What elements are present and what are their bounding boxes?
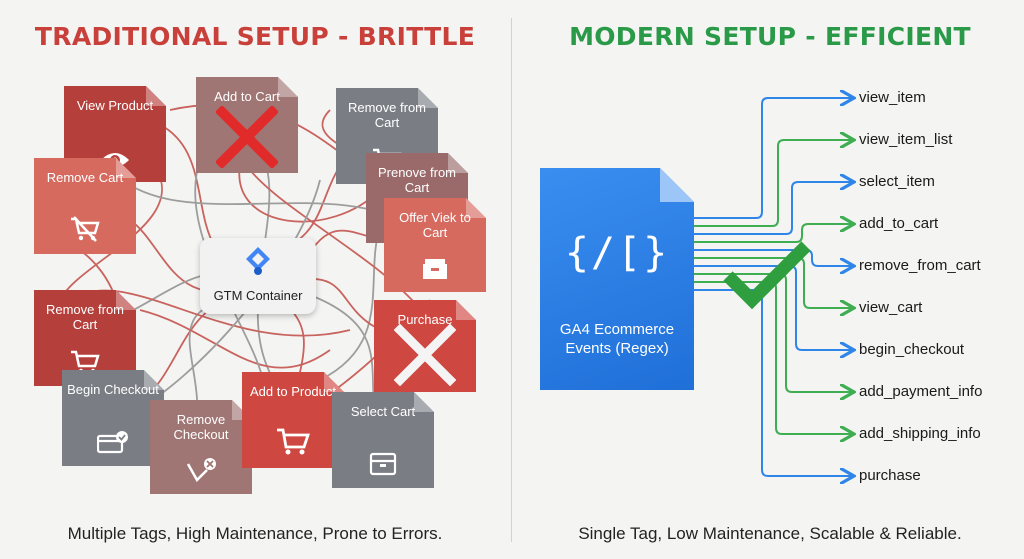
event-remove-from-cart: remove_from_cart [859,257,981,274]
modern-setup-title: MODERN SETUP - EFFICIENT [569,22,971,51]
tag-label: Add to Cart [214,89,280,104]
event-select-item: select_item [859,173,935,190]
tag-label: Remove from Cart [45,302,125,332]
ga4-regex-tag: {/[} GA4 Ecommerce Events (Regex) [540,168,694,390]
event-view-item: view_item [859,89,926,106]
x-icon [216,106,278,168]
tag-add-to-product: Add to Product [242,372,344,468]
card-check-icon [97,430,129,454]
gtm-logo-icon [246,247,270,275]
tag-add-to-cart: Add to Cart [196,77,298,173]
box-icon [421,258,449,280]
event-begin-checkout: begin_checkout [859,341,965,358]
box-icon [369,452,397,476]
cart-icon [276,428,310,456]
cart-slash-icon [70,216,100,242]
tag-label: Remove Checkout [173,412,229,442]
tag-offer-viek-to-cart: Offer Viek to Cart [384,198,486,292]
tag-label: Purchase [397,312,453,327]
event-purchase: purchase [859,467,921,484]
gtm-container-label: GTM Container [213,288,303,303]
tag-remove-cart: Remove Cart [34,158,136,254]
modern-caption: Single Tag, Low Maintenance, Scalable & … [578,524,962,543]
tag-label: Select Cart [350,404,416,419]
event-add-to-cart: add_to_cart [859,215,939,232]
cart-x-icon [185,456,217,482]
tag-label: Remove from Cart [347,100,427,130]
ga4-tag-label: GA4 Ecommerce Events (Regex) [559,321,675,357]
event-add-payment-info: add_payment_info [859,383,983,400]
tag-purchase: Purchase [374,300,476,392]
x-icon [394,324,456,386]
tag-label: Prenove from Cart [377,165,457,195]
tag-remove-checkout: Remove Checkout [150,400,252,494]
traditional-caption: Multiple Tags, High Maintenance, Prone t… [67,524,443,543]
event-add-shipping-info: add_shipping_info [859,425,981,442]
tag-begin-checkout: Begin Checkout [62,370,164,466]
tag-label: Remove Cart [46,170,124,185]
gtm-container: GTM Container [200,238,316,314]
event-view-cart: view_cart [859,299,923,316]
tag-label: Offer Viek to Cart [399,210,471,240]
regex-symbol: {/[} [564,230,670,276]
tag-label: View Product [76,98,154,113]
traditional-setup-title: TRADITIONAL SETUP - BRITTLE [34,22,476,51]
event-view-item-list: view_item_list [859,131,953,148]
divider [511,18,512,542]
tag-label: Begin Checkout [67,382,159,397]
tag-select-cart: Select Cart [332,392,434,488]
tag-label: Add to Product [250,384,336,399]
checkmark-icon [723,241,811,310]
